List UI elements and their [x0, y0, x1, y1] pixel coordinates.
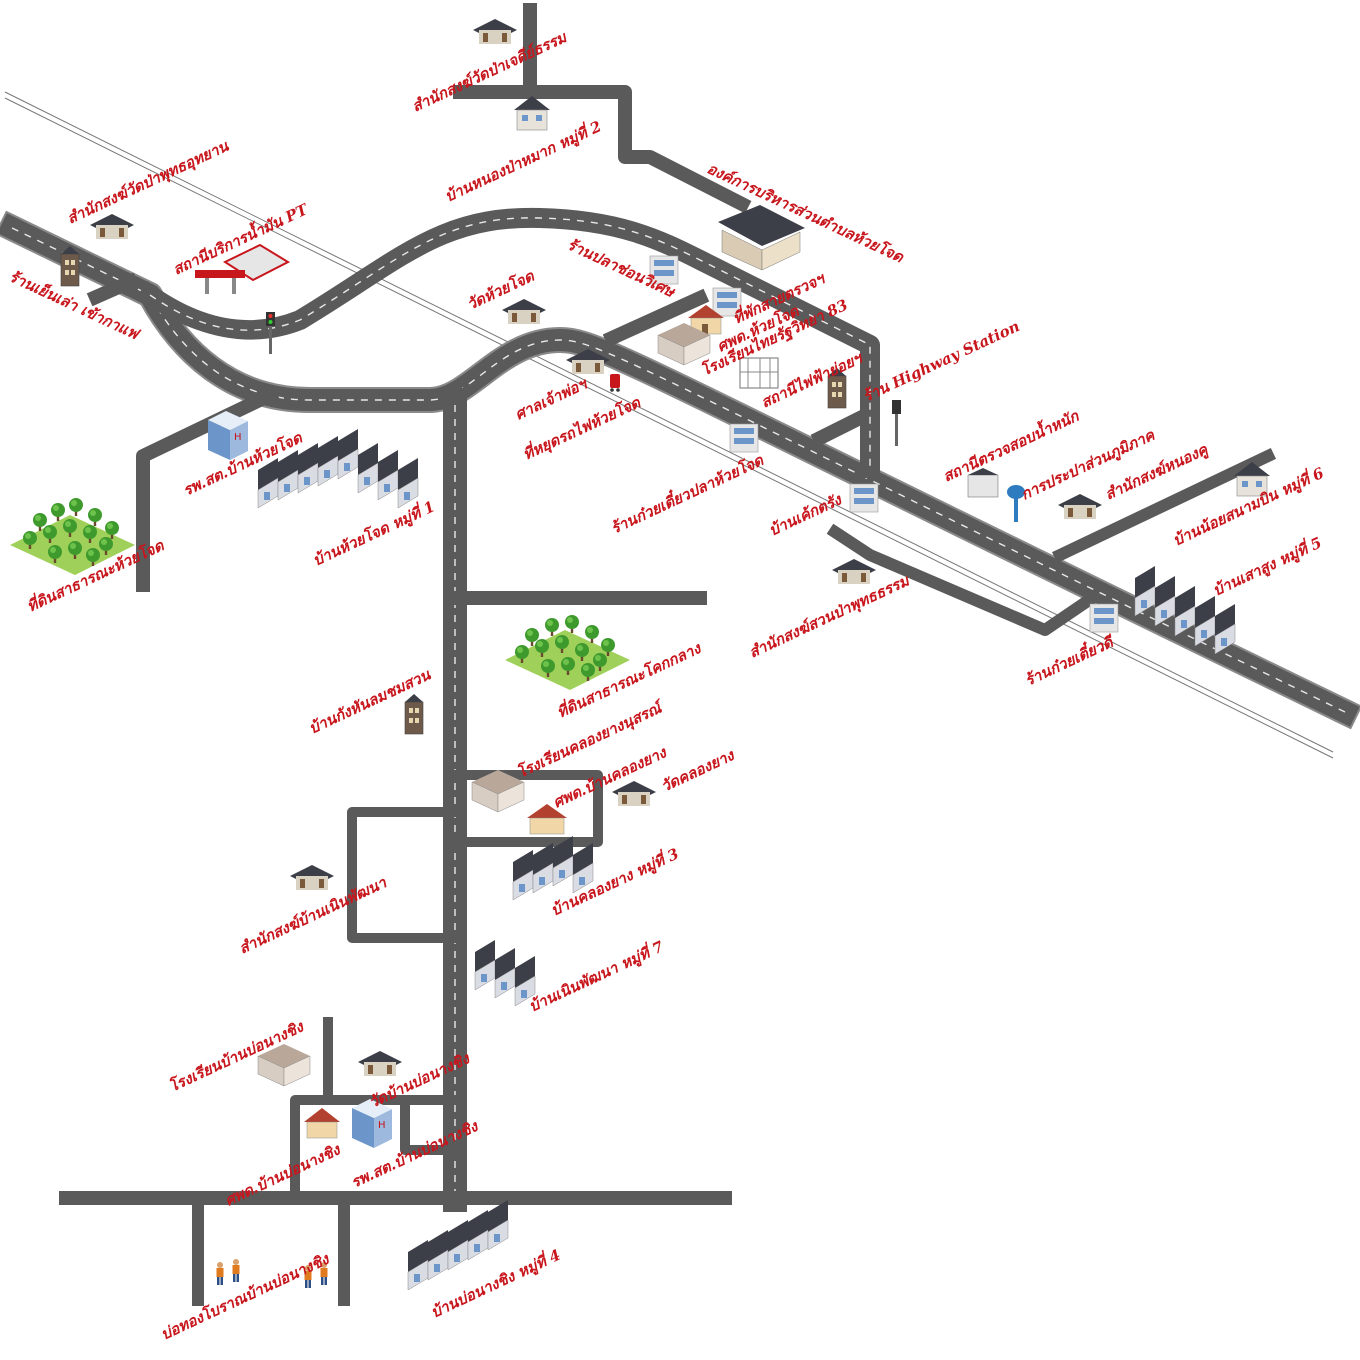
- temple-khlong-yang-icon: [612, 781, 656, 806]
- map-labels: สำนักสงฆ์วัดป่าเจดีย์ธรรม บ้านหนองป่าหมา…: [6, 28, 1327, 1344]
- label-ban-huai-chot: บ้านห้วยโจด หมู่ที่ 1: [309, 496, 438, 571]
- substation-icon: [739, 357, 779, 389]
- weigh-station-icon: [967, 468, 999, 498]
- temple-pa-phuttha-icon: [90, 214, 134, 239]
- childcare-bo-nang-ching-icon: [304, 1108, 340, 1139]
- gas-station-icon: [195, 243, 291, 294]
- sao-office-icon: [718, 205, 805, 271]
- temple-suan-pa-icon: [832, 559, 876, 584]
- house-nong-pa-mak-icon: [513, 95, 551, 131]
- traffic-light-icon: [266, 312, 275, 354]
- tall-building-yen-sa-icon: [60, 245, 80, 287]
- label-samnak-pa-phuttha: สำนักสงฆ์วัดป่าพุทธอุทยาน: [64, 137, 232, 229]
- shop-kuai-tiao-di-icon: [1089, 603, 1119, 633]
- label-highway-station: ร้าน Highway Station: [860, 317, 1022, 406]
- label-ban-sao-sung: บ้านเสาสูง หมู่ที่ 5: [1209, 532, 1325, 601]
- village-noen-phatthana-icon: [474, 939, 536, 1007]
- railway: [4, 91, 1334, 759]
- label-sala-chao-pho: ศาลเจ้าพ่อฯ: [512, 374, 591, 423]
- label-wat-khlong-yang: วัดคลองยาง: [658, 746, 738, 796]
- traffic-light-east-icon: [892, 400, 901, 446]
- label-ran-kuai-tiao-pla: ร้านก๋วยเตี๋ยวปลาห้วยโจด: [607, 448, 767, 537]
- forest-khok-klang: [505, 615, 630, 690]
- label-samnak-suan-pa: สำนักสงฆ์สวนป่าพุทธธรรม: [746, 571, 913, 662]
- shop-cake-icon: [849, 483, 879, 513]
- label-ban-noen-phatthana: บ้านเนินพัฒนา หมู่ที่ 7: [525, 935, 667, 1016]
- temple-huai-chot-icon: [502, 299, 546, 324]
- childcare-khlong-yang-icon: [527, 804, 567, 835]
- temple-noen-phatthana-icon: [290, 865, 334, 890]
- temple-nong-khu-icon: [1058, 494, 1102, 519]
- forest-huai-chot: [10, 498, 135, 575]
- water-tower-icon: [1007, 485, 1025, 522]
- temple-bo-nang-ching-icon: [358, 1051, 402, 1076]
- hospital-huai-chot-icon: [208, 411, 248, 460]
- label-ancient-gold-pond: บ่อทองโบราณบ้านบ่อนางชิง: [158, 1248, 333, 1343]
- windmill-house-icon: [404, 693, 424, 735]
- road-network: [0, 3, 1360, 1306]
- train-stop-icon: [610, 374, 620, 392]
- temple-pa-chedi-icon: [473, 19, 517, 44]
- shop-kuai-tiao-pla-icon: [729, 423, 759, 453]
- label-ran-kuai-tiao-di: ร้านก๋วยเตี๋ยวดี: [1021, 629, 1118, 689]
